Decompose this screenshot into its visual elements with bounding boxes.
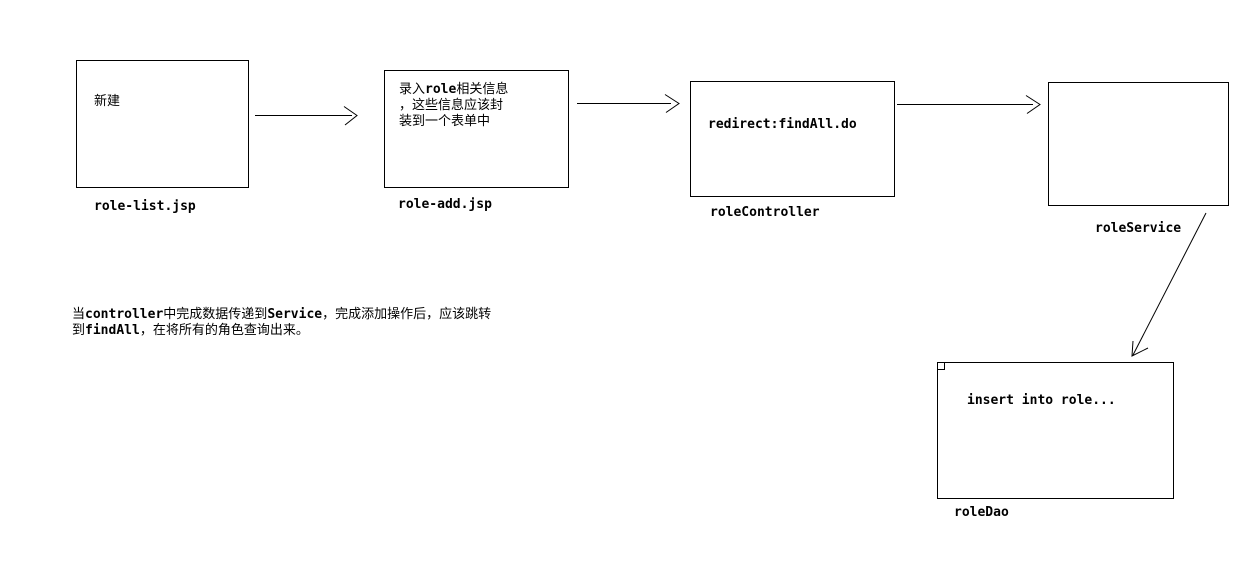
node-text: 录入role相关信息 ，这些信息应该封 装到一个表单中	[399, 82, 508, 130]
node-box-role-list: 新建	[76, 60, 249, 188]
node-box-role-controller: redirect:findAll.do	[690, 81, 895, 197]
selection-handle	[937, 362, 945, 370]
node-label-role-dao: roleDao	[954, 505, 1009, 520]
arrow-rolelist-to-roleadd	[255, 106, 358, 126]
arrow-roleadd-to-rolecontroller	[577, 94, 680, 113]
text-line: ，这些信息应该封	[399, 98, 504, 113]
node-label-role-service: roleService	[1095, 221, 1182, 236]
node-text: 新建	[94, 94, 121, 109]
node-text: insert into role...	[967, 393, 1116, 408]
annotation-note: 当controller中完成数据传递到Service，完成添加操作后，应该跳转 …	[72, 307, 491, 339]
node-label-role-list: role-list.jsp	[94, 199, 196, 214]
node-text: redirect:findAll.do	[708, 117, 857, 132]
node-label-role-controller: roleController	[710, 205, 820, 220]
node-box-role-dao: insert into role...	[937, 362, 1174, 499]
text-line: 录入role相关信息	[399, 82, 509, 97]
note-line: 当controller中完成数据传递到Service，完成添加操作后，应该跳转	[72, 307, 492, 322]
node-box-role-service	[1048, 82, 1229, 206]
text-line: 装到一个表单中	[399, 114, 491, 129]
node-label-role-add: role-add.jsp	[398, 197, 492, 212]
note-line: 到findAll，在将所有的角色查询出来。	[72, 323, 309, 338]
node-box-role-add: 录入role相关信息 ，这些信息应该封 装到一个表单中	[384, 70, 569, 188]
arrow-rolecontroller-to-roleservice	[897, 95, 1041, 114]
